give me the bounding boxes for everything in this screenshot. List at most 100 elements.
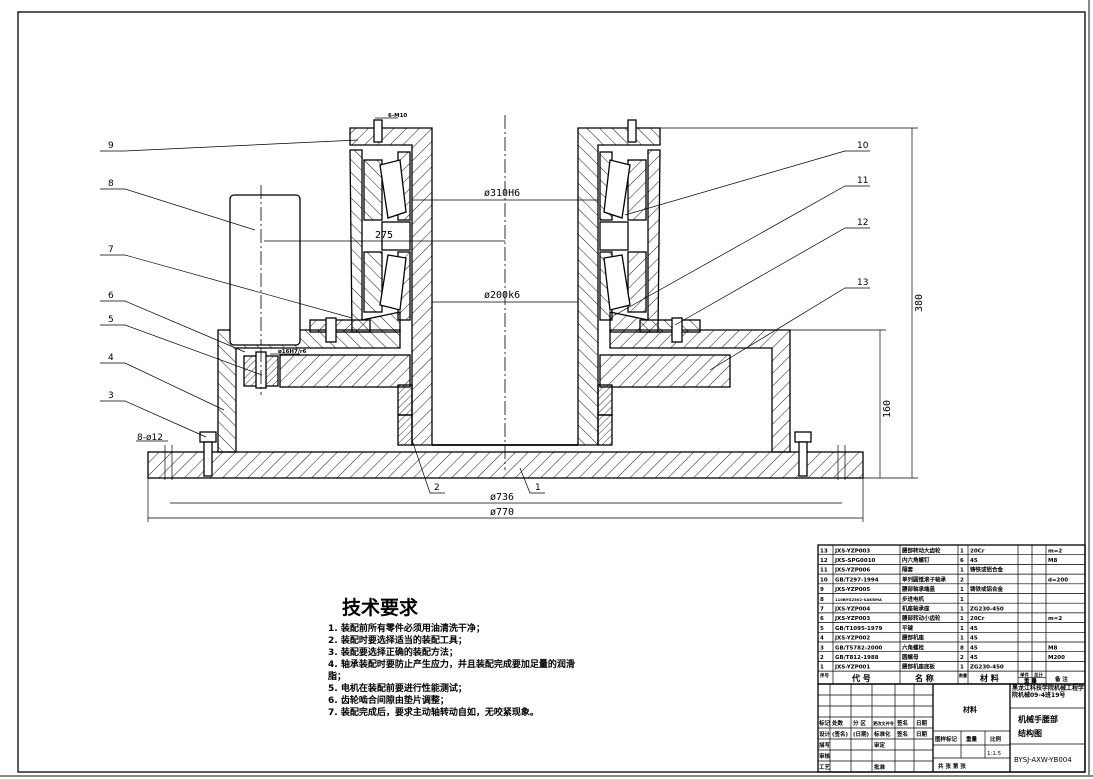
parts-cell-qty: 1 bbox=[960, 636, 964, 642]
parts-cell-qty: 8 bbox=[960, 645, 964, 651]
tb-date2: (日期) bbox=[853, 730, 870, 738]
parts-cell-material: 45 bbox=[970, 645, 978, 651]
parts-cell-note: M8 bbox=[1048, 645, 1057, 651]
parts-cell-code: GB/T297-1994 bbox=[835, 577, 879, 583]
tb-date: 日期 bbox=[916, 719, 928, 727]
school-name: 黑龙江科技学院机械工程学院机械09-4班19号 bbox=[1012, 685, 1085, 699]
title-block: 材料 黑龙江科技学院机械工程学院机械09-4班19号 机械手腰部 结构图 BYS… bbox=[817, 683, 1086, 773]
parts-cell-code: JXS-YZP006 bbox=[834, 568, 870, 574]
header-total-weight: 总计 bbox=[1034, 671, 1043, 678]
tb-check: 审核 bbox=[819, 752, 831, 760]
bearing-bore-dim: ø310H6 bbox=[484, 188, 520, 199]
parts-cell-note: m=2 bbox=[1048, 548, 1062, 554]
tech-req-item: 3. 装配要选择正确的装配方法； bbox=[328, 646, 458, 658]
tech-req-item: 1. 装配前所有零件必须用油清洗干净； bbox=[328, 622, 485, 634]
header-weight: 重 量 bbox=[1024, 677, 1037, 685]
leader-6: 6 bbox=[108, 291, 114, 301]
base-plate bbox=[147, 445, 864, 480]
tb-change-doc: 更改文件号 bbox=[873, 720, 894, 727]
parts-cell-no: 7 bbox=[820, 607, 824, 613]
tb-zone: 分 区 bbox=[853, 719, 866, 727]
parts-cell-material: 45 bbox=[970, 558, 978, 564]
parts-cell-no: 10 bbox=[820, 577, 828, 583]
spacer-right bbox=[599, 221, 629, 251]
part-leaders: 9 8 7 6 5 4 3 2 1 10 11 12 13 bbox=[100, 139, 870, 494]
parts-cell-qty: 1 bbox=[960, 626, 964, 632]
parts-cell-no: 6 bbox=[820, 616, 824, 622]
parts-cell-code: GB/T1095-1979 bbox=[835, 626, 883, 632]
leader-2: 2 bbox=[434, 483, 440, 493]
parts-cell-qty: 1 bbox=[960, 568, 964, 574]
sheet-border bbox=[17, 11, 1086, 773]
parts-cell-note: d=200 bbox=[1048, 577, 1068, 583]
parts-cell-code: JXS-YZP003 bbox=[834, 616, 870, 622]
tb-sign2: (签名) bbox=[832, 730, 849, 738]
tech-req-item: 6. 齿轮啮合间隙由垫片调整； bbox=[328, 694, 449, 706]
parts-cell-name: 单列圆锥滚子轴承 bbox=[902, 575, 947, 583]
drawing-number: BYSJ-AXW-YB004 bbox=[1014, 756, 1072, 764]
parts-cell-material: 铸铁或铝合金 bbox=[970, 566, 1004, 574]
tech-req-item: 2. 装配时要选择适当的装配工具； bbox=[328, 634, 467, 646]
parts-cell-note: M200 bbox=[1048, 655, 1065, 661]
parts-cell-material: 20Cr bbox=[970, 548, 985, 554]
base-bolts bbox=[199, 431, 812, 477]
leader-4: 4 bbox=[108, 353, 114, 363]
parts-cell-code: JXS-YZP005 bbox=[834, 587, 870, 593]
tb-approve: 批准 bbox=[874, 763, 886, 771]
bolt-callout: 6-M10 bbox=[388, 113, 407, 119]
pin-fit-dim: ø16H7/r6 bbox=[278, 349, 307, 355]
leader-1: 1 bbox=[535, 483, 541, 493]
tb-count: 处数 bbox=[831, 719, 844, 727]
base-holes-dim: 8-ø12 bbox=[137, 433, 163, 443]
school-cell: 黑龙江科技学院机械工程学院机械09-4班19号 bbox=[1012, 685, 1085, 699]
leader-7: 7 bbox=[108, 245, 114, 255]
tb-mark: 标记 bbox=[818, 719, 831, 727]
tech-req-item: 脂； bbox=[327, 670, 346, 682]
tapered-bearings bbox=[363, 151, 647, 321]
leader-5: 5 bbox=[108, 315, 114, 325]
parts-cell-material: 20Cr bbox=[970, 616, 985, 622]
leader-11: 11 bbox=[857, 176, 868, 186]
header-name: 名 称 bbox=[915, 673, 934, 683]
parts-cell-no: 3 bbox=[820, 645, 824, 651]
tech-req-item: 5. 电机在装配前要进行性能测试； bbox=[328, 682, 467, 694]
parts-cell-note: M8 bbox=[1048, 558, 1057, 564]
parts-cell-qty: 1 bbox=[960, 548, 964, 554]
technical-requirements: 技术要求 1. 装配前所有零件必须用油清洗干净； 2. 装配时要选择适当的装配工… bbox=[327, 596, 575, 718]
tb-drawing-mark: 图样标记 bbox=[935, 735, 958, 743]
height-housing-dim: 160 bbox=[882, 400, 893, 418]
parts-cell-no: 1 bbox=[820, 665, 824, 671]
parts-cell-material: ZG230-450 bbox=[970, 607, 1004, 613]
tb-craft: 工艺 bbox=[819, 763, 831, 771]
tb-draft: 描写 bbox=[819, 741, 831, 749]
parts-cell-qty: 1 bbox=[960, 597, 964, 603]
parts-cell-name: 圆螺母 bbox=[902, 653, 919, 661]
header-unit-weight: 单件 bbox=[1020, 671, 1029, 678]
parts-cell-no: 2 bbox=[820, 655, 824, 661]
parts-cell-qty: 6 bbox=[960, 558, 964, 564]
drawing-title-2: 结构图 bbox=[1018, 728, 1042, 738]
parts-cell-code: JXS-YZP004 bbox=[834, 607, 870, 613]
leader-10: 10 bbox=[857, 141, 869, 151]
parts-cell-name: 腰部轴承端盖 bbox=[901, 585, 936, 593]
parts-cell-code: JXS-SPG0010 bbox=[834, 558, 876, 564]
parts-cell-name: 内六角螺钉 bbox=[902, 556, 930, 564]
tb-sheets: 共 张 第 张 bbox=[938, 762, 966, 770]
header-material: 材 料 bbox=[980, 673, 999, 683]
base-dia-dim: ø770 bbox=[490, 507, 514, 518]
small-gear bbox=[243, 348, 279, 395]
parts-cell-note: m=2 bbox=[1048, 616, 1062, 622]
parts-cell-qty: 2 bbox=[960, 577, 964, 583]
header-code: 代 号 bbox=[851, 673, 871, 683]
tech-req-item: 7. 装配完成后，要求主动轴转动自如，无咬紧现象。 bbox=[328, 706, 539, 718]
parts-cell-name: 六角螺栓 bbox=[902, 643, 925, 651]
tb-ratio: 比例 bbox=[990, 735, 1002, 743]
shaft-dia-dim: ø200k6 bbox=[484, 290, 520, 301]
dimensions: 6-M10 ø310H6 275 ø200k6 ø16H7/r6 8-ø12 ø… bbox=[136, 113, 925, 522]
parts-cell-name: 步进电机 bbox=[902, 595, 925, 603]
parts-cell-qty: 2 bbox=[960, 655, 964, 661]
tb-std: 标准化 bbox=[873, 730, 891, 738]
parts-cell-material: 45 bbox=[970, 626, 978, 632]
parts-cell-no: 8 bbox=[820, 597, 824, 603]
